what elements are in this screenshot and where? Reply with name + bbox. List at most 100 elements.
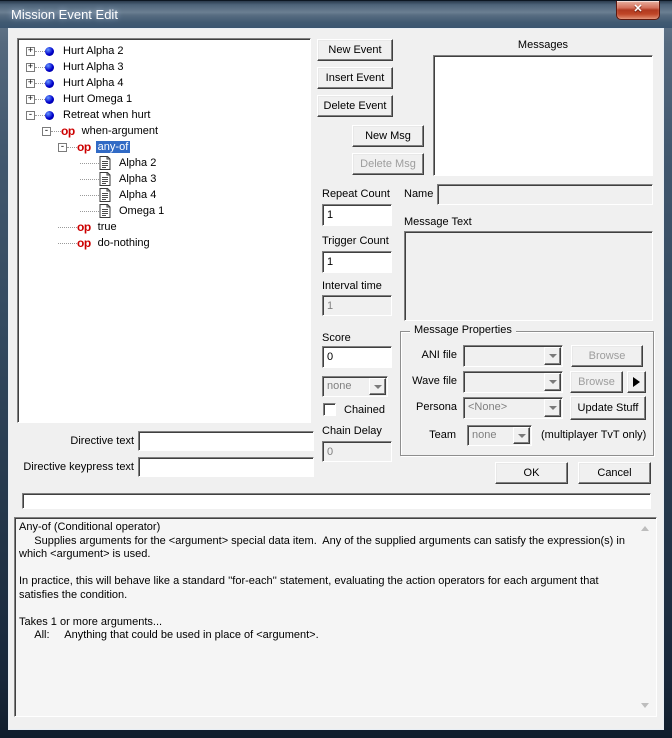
score-input[interactable] [322,346,392,368]
titlebar[interactable]: Mission Event Edit ✕ [0,0,672,28]
expand-icon[interactable]: - [58,141,67,152]
messages-listbox[interactable] [433,55,653,176]
sexp-formula-bar[interactable] [22,493,651,509]
scroll-up-icon[interactable] [641,526,649,531]
repeat-count-label: Repeat Count [322,188,390,200]
dialog-body: + Hurt Alpha 2 + Hurt Alpha 3 +Hurt Alpha … [8,28,664,730]
persona-dropdown[interactable]: <None> [463,397,563,419]
tree-item[interactable]: + Hurt Alpha 3 [18,59,310,75]
close-button[interactable]: ✕ [616,1,660,20]
help-text-panel[interactable]: Any-of (Conditional operator) Supplies a… [14,517,657,717]
play-icon [633,377,640,387]
tree-line [35,114,45,116]
team-dropdown[interactable]: none [467,425,532,446]
document-icon [99,156,111,170]
tree-item[interactable]: -op when-argument [18,123,310,139]
help-line: Any-of (Conditional operator) [19,521,161,533]
persona-value: <None> [468,401,508,413]
tree-item[interactable]: +Hurt Alpha 4 [18,75,310,91]
chain-delay-input[interactable] [322,441,392,462]
document-icon [99,172,111,186]
tree-item-label: true [97,221,117,233]
message-text-label: Message Text [404,216,472,228]
tree-line [51,130,61,132]
tree-item[interactable]: op do-nothing [18,235,310,251]
help-line: Takes 1 or more arguments... [19,615,163,628]
tree-line [35,82,45,84]
tree-item[interactable]: + Hurt Omega 1 [18,91,310,107]
event-team-value: none [327,380,352,392]
trigger-count-input[interactable] [322,251,392,273]
score-label: Score [322,332,351,344]
message-text-area[interactable] [404,231,653,321]
wave-browse-button[interactable]: Browse [570,371,623,393]
expand-icon[interactable]: - [26,109,35,120]
chevron-down-icon[interactable] [544,399,561,417]
messages-label: Messages [517,39,569,51]
help-line [19,602,638,616]
persona-label: Persona [416,401,457,413]
tree-item-label: do-nothing [97,237,150,249]
event-ball-icon [45,46,54,56]
expand-icon[interactable]: + [26,93,35,104]
play-button[interactable] [627,371,646,393]
tree-item-label: Alpha 3 [119,173,157,185]
expand-icon[interactable]: + [26,61,35,72]
expand-icon[interactable]: + [26,45,35,56]
tree-item-label: when-argument [81,125,159,137]
scroll-down-icon[interactable] [641,703,649,708]
insert-event-button[interactable]: Insert Event [317,67,393,89]
new-msg-button[interactable]: New Msg [352,125,424,147]
chevron-down-icon[interactable] [513,427,530,444]
wave-file-label: Wave file [412,375,457,387]
event-team-dropdown[interactable]: none [322,376,388,397]
name-label: Name [404,188,434,200]
cancel-button[interactable]: Cancel [578,462,651,484]
repeat-count-input[interactable] [322,204,392,226]
document-icon [99,188,111,202]
delete-event-button[interactable]: Delete Event [317,95,393,117]
chevron-down-icon[interactable] [369,378,386,395]
tree-item[interactable]: + Hurt Alpha 2 [18,43,310,59]
event-tree[interactable]: + Hurt Alpha 2 + Hurt Alpha 3 +Hurt Alpha … [17,38,311,423]
update-stuff-button[interactable]: Update Stuff [570,396,646,420]
directive-keypress-input[interactable] [138,457,314,477]
new-event-button[interactable]: New Event [317,39,393,61]
name-input[interactable] [437,184,653,205]
op-icon: op [77,236,91,250]
chevron-down-icon[interactable] [544,347,561,365]
directive-text-label: Directive text [70,435,134,447]
tree-item-label: Hurt Alpha 3 [63,61,124,73]
multiplayer-note: (multiplayer TvT only) [541,429,647,441]
wave-file-dropdown[interactable] [463,371,563,393]
tree-item[interactable]: Alpha 4 [18,187,310,203]
tree-item[interactable]: Alpha 3 [18,171,310,187]
delete-msg-button[interactable]: Delete Msg [352,153,424,175]
help-line: Supplies arguments for the <argument> sp… [19,534,628,561]
tree-item[interactable]: - Retreat when hurt [18,107,310,123]
expand-icon[interactable]: + [26,77,35,88]
directive-text-input[interactable] [138,431,314,451]
op-icon: op [61,124,75,138]
tree-item[interactable]: Alpha 2 [18,155,310,171]
ok-button[interactable]: OK [495,462,568,484]
tree-line [80,210,99,212]
help-line: In practice, this will behave like a sta… [19,575,602,601]
ani-file-label: ANI file [421,349,457,361]
ani-browse-button[interactable]: Browse [571,345,643,367]
expand-icon[interactable]: - [42,125,51,136]
tree-item-label: Hurt Alpha 2 [63,45,124,57]
trigger-count-label: Trigger Count [322,235,389,247]
chained-checkbox[interactable] [323,403,336,416]
ani-file-dropdown[interactable] [463,345,563,367]
tree-item-label: Hurt Omega 1 [63,93,133,105]
tree-line [35,66,45,68]
tree-item[interactable]: Omega 1 [18,203,310,219]
chevron-down-icon[interactable] [544,373,561,391]
interval-time-input[interactable] [322,295,392,316]
tree-item-label: Retreat when hurt [63,109,151,121]
window-title: Mission Event Edit [11,7,118,22]
